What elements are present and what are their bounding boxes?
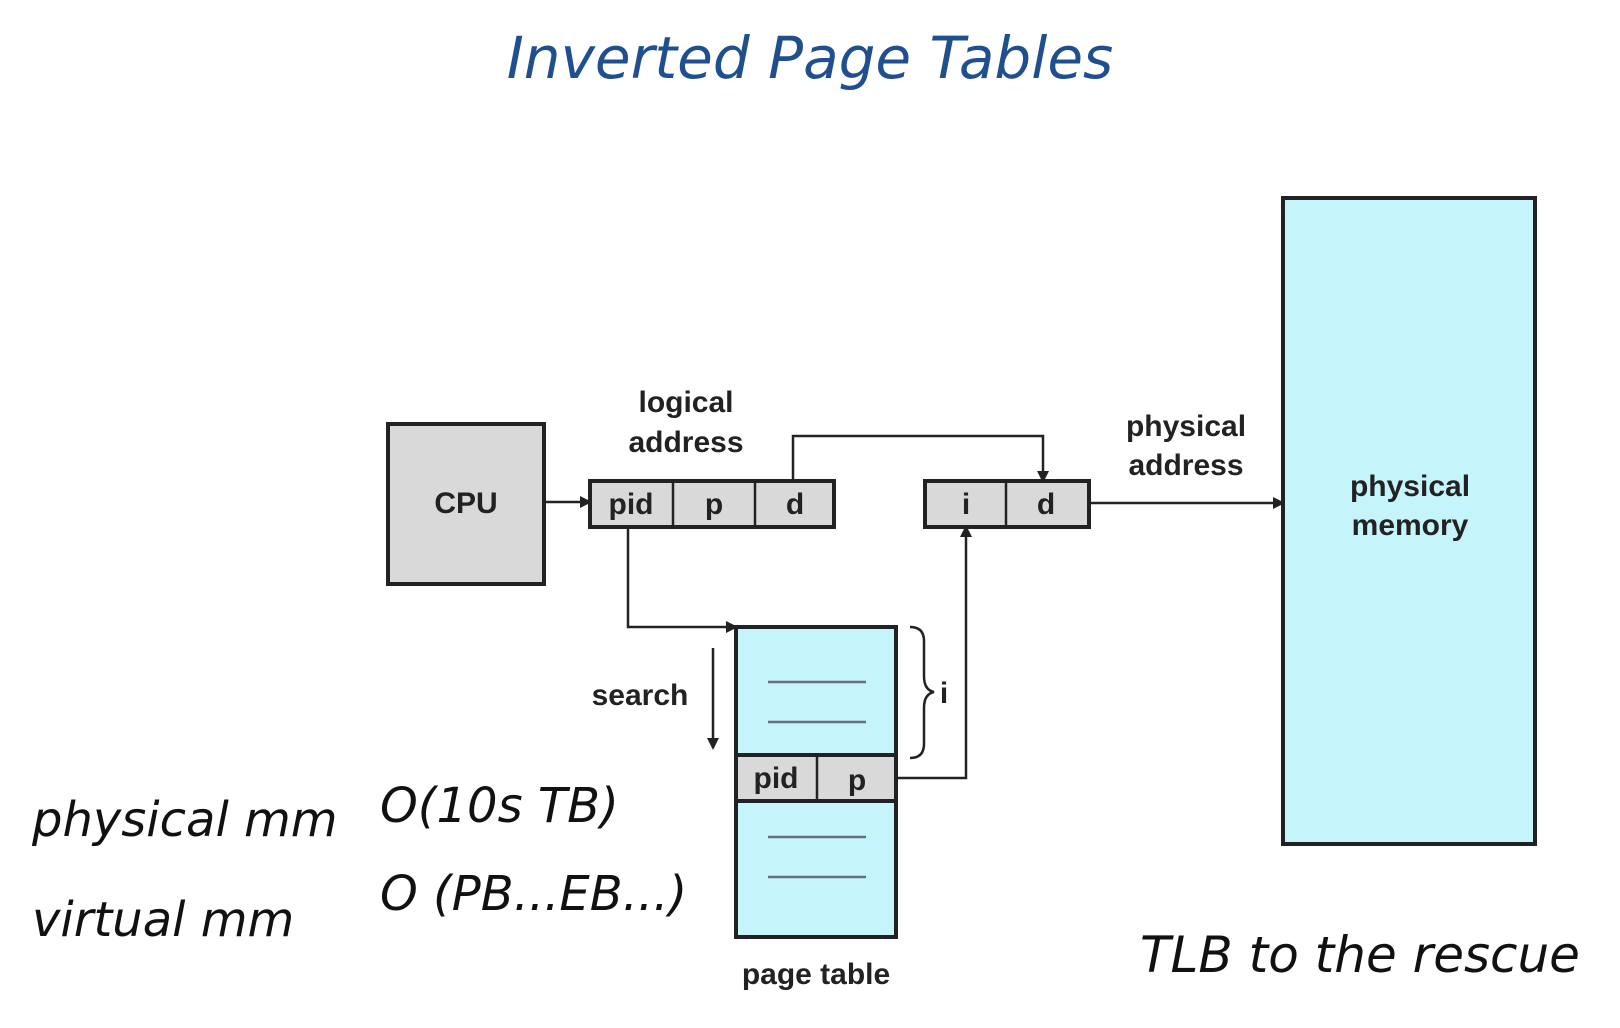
physical-address-register: i d [923,479,1091,529]
physical-memory-box [1281,196,1537,846]
page-table: pid p page table [734,625,898,991]
page-table-upper [734,625,898,757]
search-label: search [592,679,689,712]
physical-address-label-line1: physical [1126,410,1246,443]
match-field-p: p [848,764,866,797]
physical-field-i: i [962,488,970,521]
physical-memory-label-line2: memory [1352,509,1469,542]
index-label: i [940,677,948,710]
page-title: Inverted Page Tables [507,24,1114,92]
cpu-box [386,422,546,586]
logical-address-register: pid p d [588,479,836,529]
note-physical-size: O(10s TB) [380,778,619,834]
logical-address-box [588,479,836,529]
logical-field-d: d [786,488,804,521]
physical-address-label-line2: address [1128,449,1243,482]
cpu-label: CPU [434,487,497,520]
physical-memory-label-line1: physical [1350,470,1470,503]
offset-wire [791,434,1049,483]
logical-address-label-line1: logical [638,386,733,419]
pid-to-table-wire [626,527,738,633]
index-to-physical-wire [896,525,972,780]
note-virtual-mm: virtual mm [32,892,294,948]
page-table-label: page table [742,958,890,991]
note-physical-mm: physical mm [31,792,338,848]
logical-address-label-line2: address [628,426,743,459]
note-virtual-size: O (PB...EB...) [380,866,687,922]
match-field-pid: pid [754,762,799,795]
logical-field-pid: pid [609,488,654,521]
note-tlb: TLB to the rescue [1140,926,1580,984]
index-brace [909,625,935,760]
page-table-lower [734,799,898,939]
physical-field-d: d [1037,488,1055,521]
logical-field-p: p [705,488,723,521]
